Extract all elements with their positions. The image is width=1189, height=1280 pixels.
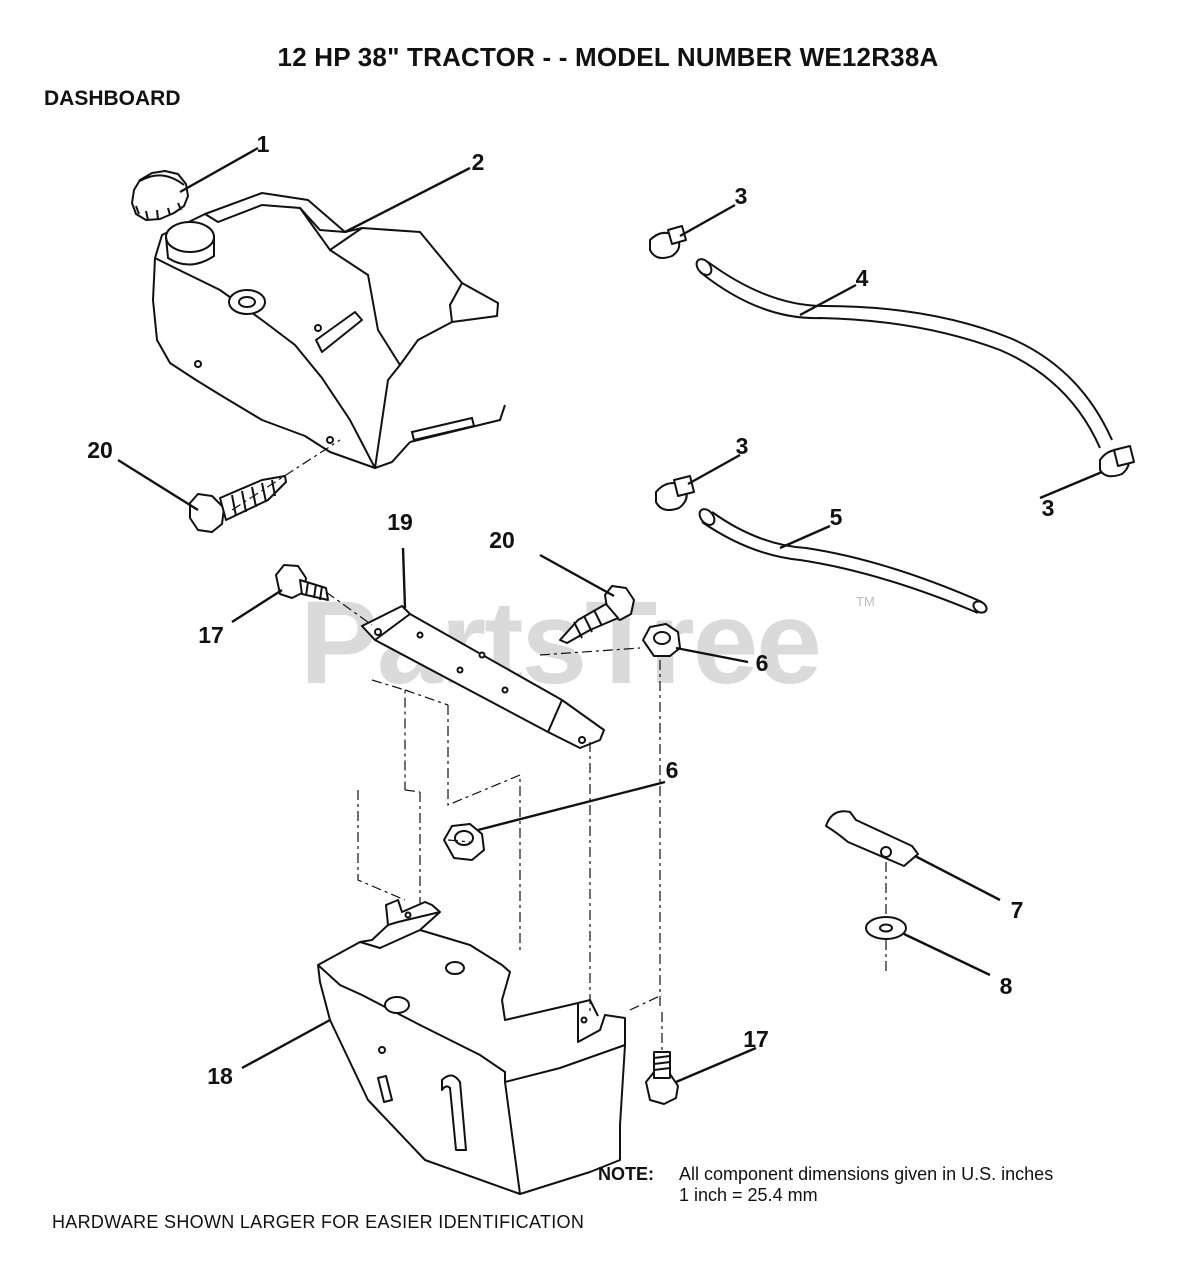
callout-6-upper: 6 (756, 650, 769, 676)
section-heading: DASHBOARD (44, 87, 181, 110)
part-nut-upper[interactable] (642, 623, 681, 657)
part-hose-clamp-right[interactable] (1099, 445, 1135, 478)
part-hose-clamp-middle[interactable] (655, 475, 695, 511)
callout-3-upper: 3 (735, 183, 748, 209)
part-screw-center[interactable] (559, 585, 635, 644)
footer-note: HARDWARE SHOWN LARGER FOR EASIER IDENTIF… (52, 1212, 585, 1232)
callout-6-lower: 6 (666, 757, 679, 783)
callout-3-right: 3 (1042, 495, 1055, 521)
callout-8: 8 (1000, 973, 1013, 999)
part-hose-clamp-upper[interactable] (649, 225, 687, 259)
part-washer[interactable] (865, 916, 907, 940)
part-fuel-line-upper[interactable] (694, 256, 1113, 449)
callout-17-lower: 17 (743, 1026, 769, 1052)
leader-lines (117, 146, 1103, 1084)
part-clip[interactable] (825, 810, 919, 867)
callout-4: 4 (856, 265, 869, 291)
diagram-title: 12 HP 38" TRACTOR - - MODEL NUMBER WE12R… (277, 42, 939, 72)
part-bracket[interactable] (361, 605, 605, 749)
callout-3-middle: 3 (736, 433, 749, 459)
part-bolt-upper[interactable] (275, 564, 329, 601)
part-fuel-cap[interactable] (131, 170, 189, 221)
note-line-1: All component dimensions given in U.S. i… (679, 1164, 1054, 1184)
part-lower-panel[interactable] (317, 899, 626, 1195)
part-bolt-lower[interactable] (645, 1051, 679, 1105)
callout-17-upper: 17 (198, 622, 224, 648)
callout-2: 2 (472, 149, 485, 175)
callout-20-upper: 20 (87, 437, 113, 463)
callout-7: 7 (1011, 897, 1024, 923)
watermark-trademark: TM (856, 594, 875, 609)
part-screw-upper[interactable] (189, 475, 287, 533)
callout-19: 19 (387, 509, 413, 535)
part-fuel-tank[interactable] (152, 192, 506, 469)
callout-5: 5 (830, 504, 843, 530)
part-fuel-line-lower[interactable] (697, 506, 989, 615)
callout-1: 1 (257, 131, 270, 157)
callout-20-center: 20 (489, 527, 515, 553)
callout-18: 18 (207, 1063, 233, 1089)
assembly-lines (231, 439, 887, 1050)
note-label: NOTE: (598, 1164, 654, 1184)
note-line-2: 1 inch = 25.4 mm (679, 1185, 818, 1205)
